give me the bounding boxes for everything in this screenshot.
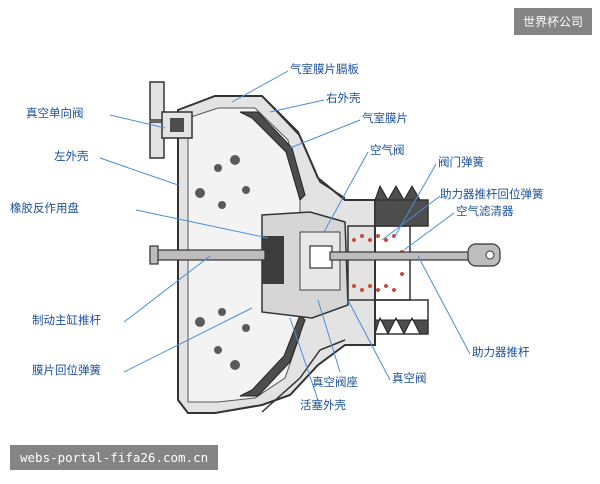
right-shell-line-lower [261,339,346,413]
label-booster-pushrod: 助力器推杆 [472,345,530,359]
label-master-cylinder-pushrod: 制动主缸推杆 [32,313,101,327]
master-pushrod-tip [149,245,159,265]
label-right-shell: 右外壳 [326,91,361,105]
label-left-shell: 左外壳 [54,149,89,163]
boot-lower-box [374,299,429,335]
booster-pushrod [329,251,471,261]
label-piston-housing: 活塞外壳 [300,398,346,412]
pushrod-clevis [467,243,501,267]
diaphragm-plate [239,111,306,201]
label-rubber-reaction-disc: 橡胶反作用盘 [10,201,79,215]
boot-upper-box [374,199,429,227]
vacuum-check-valve [149,81,193,159]
label-pushrod-return-spring: 助力器推杆回位弹簧 [440,187,544,201]
leader-lines [99,70,471,401]
watermark-top: 世界杯公司 [513,8,592,35]
label-valve-spring: 阀门弹簧 [438,155,484,169]
boot-lower [374,316,429,336]
plunger-block [309,245,333,269]
label-air-filter: 空气滤清器 [456,204,514,218]
watermark-bottom: webs-portal-fifa26.com.cn [10,445,219,470]
label-vacuum-valve: 真空阀 [392,371,427,385]
right-shell-line [261,95,346,199]
label-vacuum-valve-seat: 真空阀座 [312,375,358,389]
label-diaphragm: 气室膜片 [362,111,408,125]
label-diaphragm-return-spring: 膜片回位弹簧 [32,363,101,377]
label-diaphragm-seat: 气室膜片膈板 [290,62,359,76]
label-vacuum-check-valve: 真空单向阀 [26,106,84,120]
clevis-hole [485,250,495,260]
reaction-disc [262,236,284,284]
shell-holes [195,155,250,370]
label-air-valve: 空气阀 [370,143,405,157]
